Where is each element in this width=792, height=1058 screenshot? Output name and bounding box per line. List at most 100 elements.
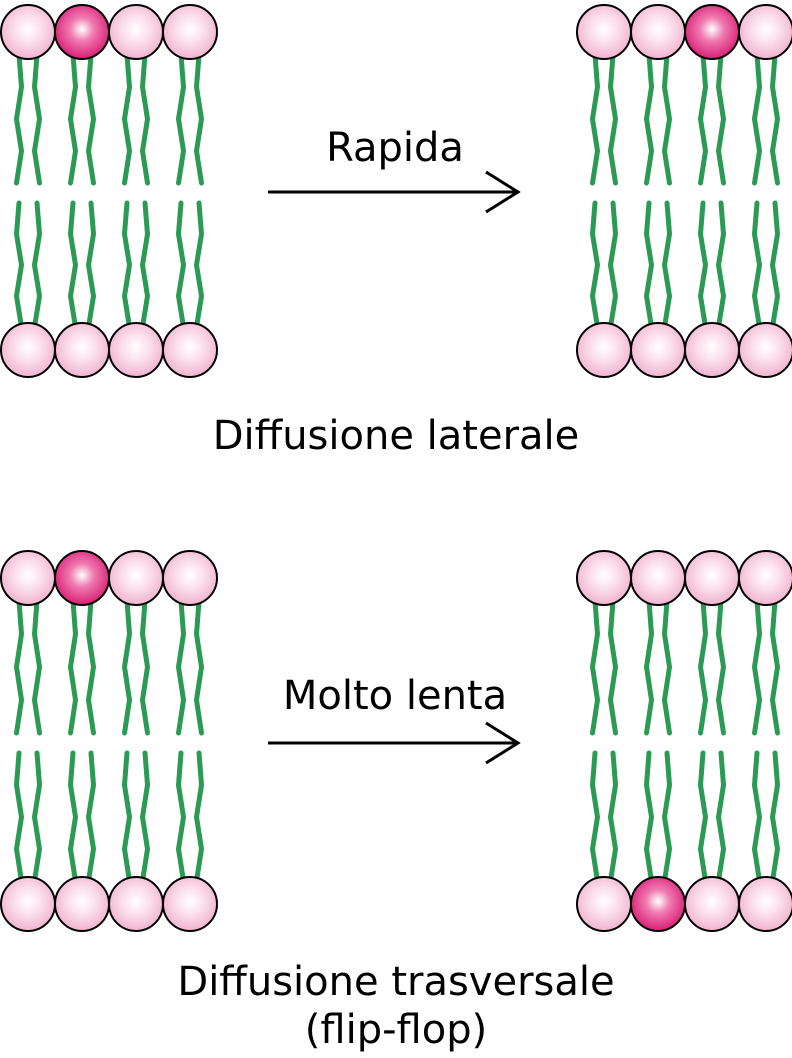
lipid-tail-bottom <box>589 200 601 330</box>
lipid-head-top <box>576 4 632 60</box>
lipid-tail-top <box>751 598 763 736</box>
lipid-head-top <box>162 550 218 606</box>
caption-lateral: Diffusione laterale <box>212 413 580 459</box>
lipid-tail-bottom <box>715 750 727 884</box>
lipid-tail-top <box>85 52 97 186</box>
lipid-tail-top <box>13 52 25 186</box>
lipid-head-top <box>630 4 686 60</box>
lipid-head-top <box>0 550 56 606</box>
lipid-tail-top <box>67 52 79 186</box>
lipid-tail-bottom <box>661 200 673 330</box>
arrow-lateral <box>268 170 521 214</box>
lipid-tail-bottom <box>67 200 79 330</box>
lipid-head-bottom <box>0 322 56 378</box>
lipid-tail-top <box>139 52 151 186</box>
lipid-head-marked-bottom <box>630 876 686 932</box>
lipid-head-bottom <box>576 876 632 932</box>
lipid-tail-bottom <box>31 200 43 330</box>
lipid-tail-top <box>121 598 133 736</box>
lipid-tail-top <box>589 52 601 186</box>
lipid-tail-bottom <box>193 200 205 330</box>
lipid-head-bottom <box>738 322 792 378</box>
lipid-tail-bottom <box>121 750 133 884</box>
arrow-label-transverse: Molto lenta <box>282 673 508 719</box>
lipid-tail-top <box>85 598 97 736</box>
lipid-tail-bottom <box>697 200 709 330</box>
arrow-transverse <box>268 721 521 765</box>
lipid-head-marked-top <box>684 4 740 60</box>
lipid-head-top <box>0 4 56 60</box>
lipid-tail-top <box>193 52 205 186</box>
lipid-tail-bottom <box>139 200 151 330</box>
lipid-head-top <box>630 550 686 606</box>
lipid-head-bottom <box>54 322 110 378</box>
lipid-tail-top <box>769 52 781 186</box>
lipid-head-top <box>108 550 164 606</box>
lipid-head-top <box>684 550 740 606</box>
lipid-tail-top <box>31 52 43 186</box>
caption-transverse-line2: (flip-flop) <box>304 1007 488 1053</box>
lipid-tail-bottom <box>31 750 43 884</box>
lipid-head-top <box>738 4 792 60</box>
lipid-tail-bottom <box>589 750 601 884</box>
lipid-head-bottom <box>108 322 164 378</box>
lipid-tail-top <box>607 598 619 736</box>
lipid-tail-bottom <box>13 200 25 330</box>
lipid-tail-bottom <box>751 200 763 330</box>
lipid-tail-top <box>751 52 763 186</box>
lipid-tail-top <box>661 598 673 736</box>
lipid-tail-bottom <box>769 200 781 330</box>
lipid-tail-top <box>661 52 673 186</box>
lipid-tail-top <box>175 598 187 736</box>
bilayer-before-lateral <box>0 4 218 378</box>
lipid-tail-bottom <box>13 750 25 884</box>
lipid-tail-bottom <box>121 200 133 330</box>
caption-transverse-line1: Diffusione trasversale <box>177 959 615 1005</box>
arrow-label-lateral: Rapida <box>326 125 464 171</box>
lipid-head-bottom <box>630 322 686 378</box>
lipid-tail-top <box>643 598 655 736</box>
lipid-tail-bottom <box>85 750 97 884</box>
lipid-tail-top <box>121 52 133 186</box>
lipid-tail-bottom <box>769 750 781 884</box>
lipid-head-marked-top <box>54 4 110 60</box>
lipid-tail-top <box>697 52 709 186</box>
lipid-head-top <box>108 4 164 60</box>
lipid-head-bottom <box>738 876 792 932</box>
lipid-tail-bottom <box>697 750 709 884</box>
lipid-tail-top <box>139 598 151 736</box>
lipid-head-bottom <box>576 322 632 378</box>
lipid-tail-top <box>193 598 205 736</box>
lipid-head-top <box>162 4 218 60</box>
bilayer-before-transverse <box>0 550 218 932</box>
lipid-head-bottom <box>108 876 164 932</box>
lipid-tail-bottom <box>139 750 151 884</box>
lipid-tail-top <box>67 598 79 736</box>
lipid-tail-top <box>643 52 655 186</box>
lipid-tail-bottom <box>643 750 655 884</box>
lipid-head-bottom <box>0 876 56 932</box>
lipid-tail-bottom <box>751 750 763 884</box>
lipid-tail-bottom <box>175 200 187 330</box>
lipid-tail-bottom <box>643 200 655 330</box>
lipid-head-bottom <box>684 322 740 378</box>
lipid-head-marked-top <box>54 550 110 606</box>
lipid-tail-top <box>175 52 187 186</box>
lipid-tail-top <box>589 598 601 736</box>
lipid-tail-bottom <box>85 200 97 330</box>
lipid-tail-top <box>769 598 781 736</box>
lipid-head-bottom <box>162 876 218 932</box>
lipid-head-bottom <box>684 876 740 932</box>
lipid-tail-top <box>715 598 727 736</box>
lipid-tail-top <box>13 598 25 736</box>
lipid-tail-bottom <box>661 750 673 884</box>
lipid-tail-bottom <box>607 200 619 330</box>
lipid-head-bottom <box>162 322 218 378</box>
bilayer-after-transverse <box>576 550 792 932</box>
lipid-head-top <box>576 550 632 606</box>
lipid-head-bottom <box>54 876 110 932</box>
lipid-tail-bottom <box>193 750 205 884</box>
lipid-tail-bottom <box>67 750 79 884</box>
lipid-tail-bottom <box>715 200 727 330</box>
